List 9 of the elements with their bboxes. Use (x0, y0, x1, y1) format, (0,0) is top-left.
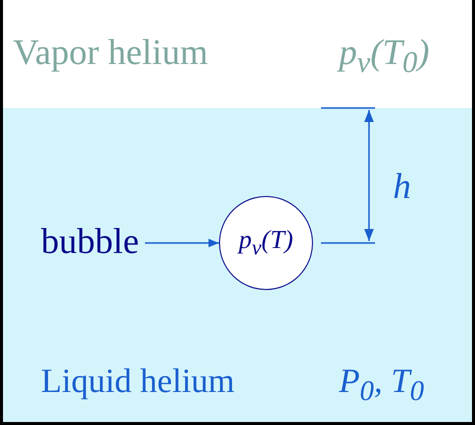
pressure-label: p$_{v}$(T) (238, 227, 294, 259)
pressure-label: p$_{v}$(T$_{0}$) (339, 34, 430, 78)
region-label: Liquid helium (41, 365, 235, 399)
bubble-label: bubble (41, 223, 139, 259)
pressure-label: P$_{0}$, T$_{0}$ (339, 365, 424, 406)
arrow (144, 238, 219, 248)
region-label: Vapor helium (13, 34, 208, 70)
liquid-region (3, 108, 472, 422)
dimension-label: h (393, 168, 411, 204)
